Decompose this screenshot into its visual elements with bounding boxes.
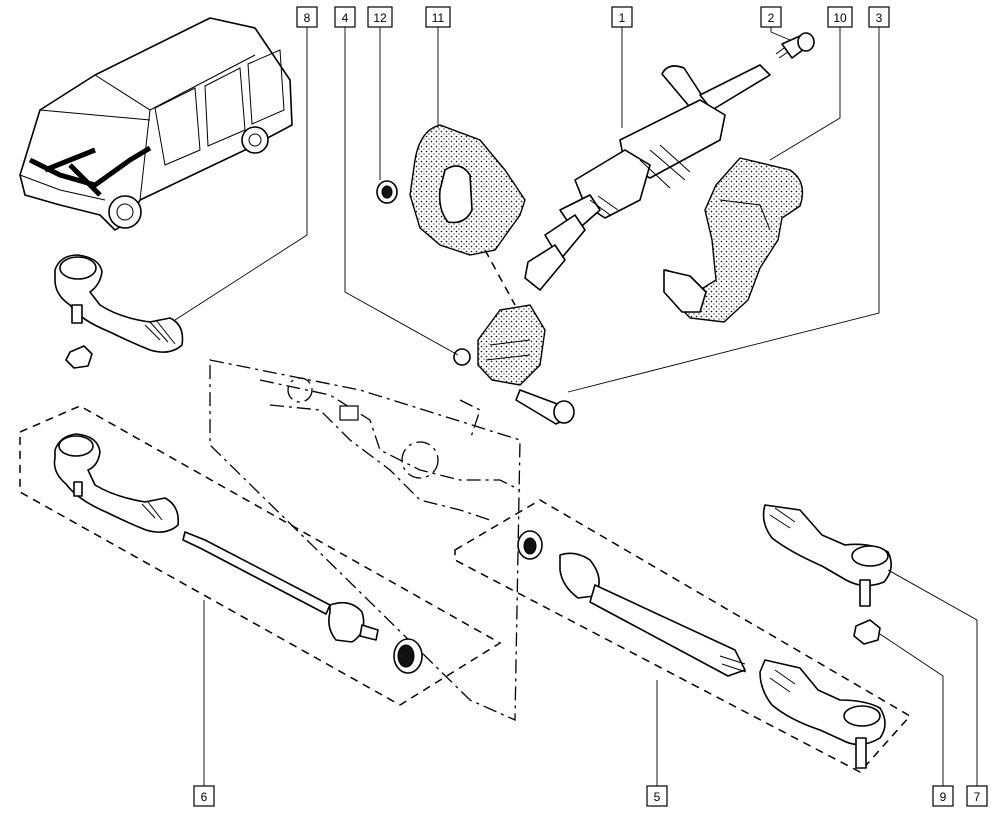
svg-text:12: 12 [373, 11, 387, 25]
steering-rack-ghost [209, 359, 521, 721]
tie-rod-left [182, 531, 423, 674]
callout-6: 6 [193, 785, 215, 807]
svg-text:9: 9 [940, 790, 947, 804]
callout-2: 2 [760, 6, 782, 28]
svg-text:10: 10 [833, 11, 847, 25]
svg-text:11: 11 [432, 11, 445, 25]
assembly-guide-line [484, 249, 516, 306]
tie-rod-end-upper-left [54, 254, 184, 369]
callout-7: 7 [966, 785, 988, 807]
pedal-shroud [663, 157, 804, 323]
tie-rod-end-upper-right [762, 504, 892, 607]
left-assembly-box [19, 405, 502, 706]
svg-text:8: 8 [304, 11, 311, 25]
callout-11: 11 [425, 6, 451, 28]
svg-text:1: 1 [619, 11, 626, 25]
nut-9 [853, 619, 881, 645]
leader-lines [174, 27, 978, 786]
tie-rod-right [517, 530, 747, 677]
svg-text:7: 7 [974, 790, 981, 804]
column-bracket [453, 304, 575, 425]
callout-3: 3 [868, 6, 890, 28]
right-assembly-box [454, 499, 912, 773]
column-bolt [775, 32, 815, 59]
svg-text:4: 4 [342, 11, 349, 25]
callout-8: 8 [296, 6, 318, 28]
tie-rod-end-left [53, 433, 180, 533]
vehicle-illustration [19, 17, 293, 231]
steering-column [524, 64, 771, 291]
callout-10: 10 [827, 6, 853, 28]
svg-text:3: 3 [876, 11, 883, 25]
callout-9: 9 [932, 785, 954, 807]
bulkhead-seal [376, 180, 398, 204]
steering-shroud [409, 124, 526, 256]
svg-text:6: 6 [201, 790, 208, 804]
callout-1: 1 [611, 6, 633, 28]
svg-text:2: 2 [768, 11, 775, 25]
callout-4: 4 [334, 6, 356, 28]
tie-rod-end-lower-right [759, 659, 886, 769]
callout-12: 12 [367, 6, 393, 28]
callout-5: 5 [646, 785, 668, 807]
svg-text:5: 5 [654, 790, 661, 804]
